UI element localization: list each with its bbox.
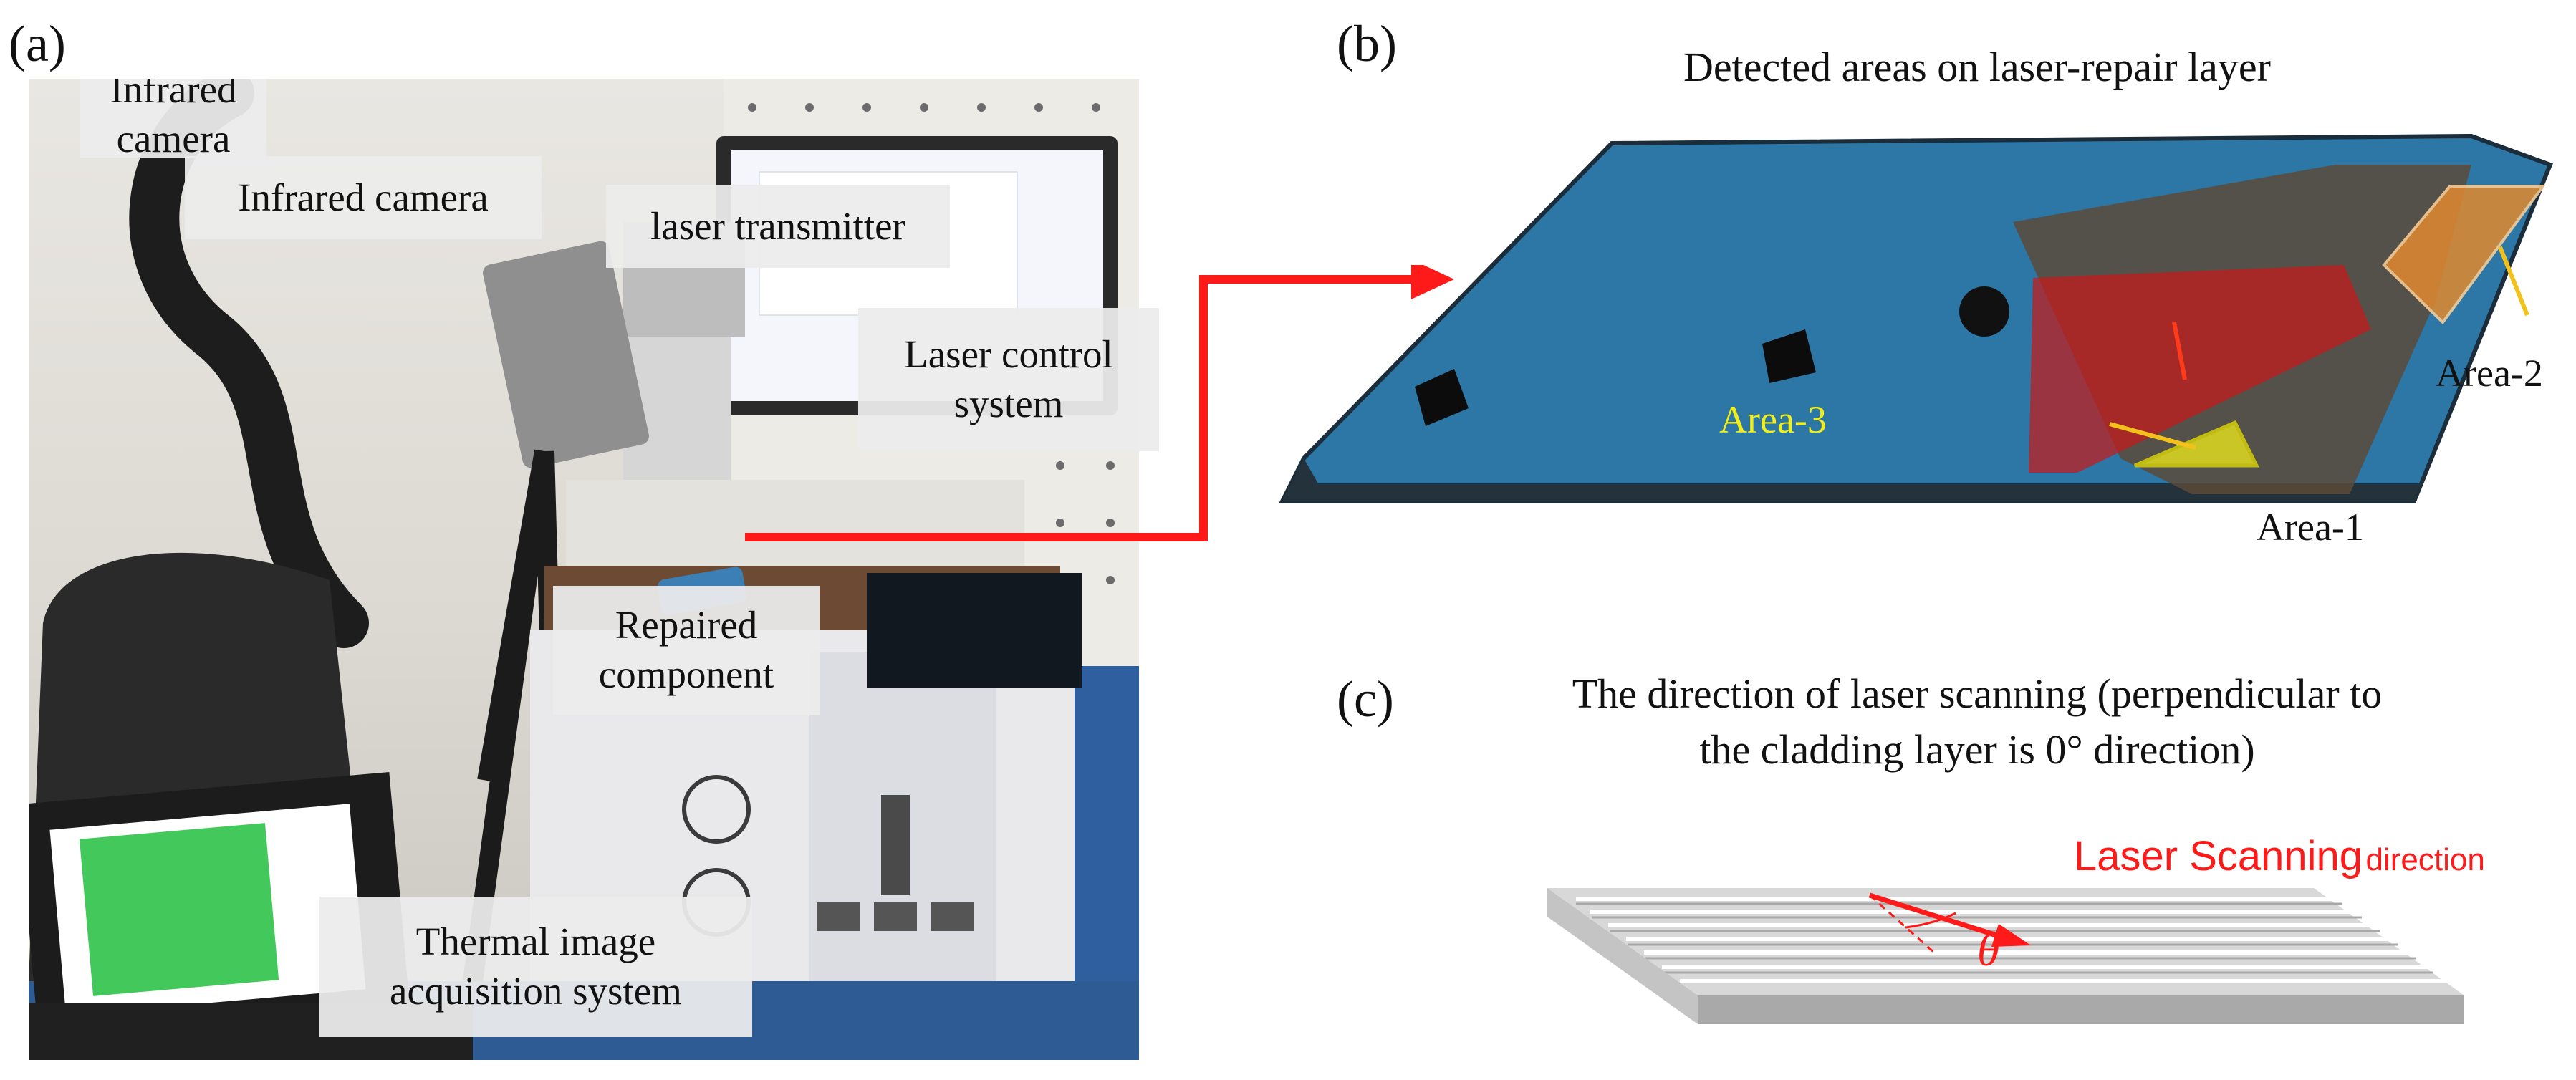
panel-c-label: (c) [1337, 670, 1394, 728]
laser-control-line2: system [953, 382, 1064, 425]
infrared-camera-text: Infrared camera [238, 175, 489, 219]
area-3-label: Area-3 [1719, 398, 1827, 441]
infrared-camera-label: Infrared camera [110, 79, 237, 160]
thermal-line2: acquisition system [390, 969, 682, 1013]
infrared-camera-box: Infrared camera [185, 156, 542, 239]
connector-arrow [745, 265, 1454, 541]
laser-transmitter-text: laser transmitter [650, 203, 905, 248]
panel-c-title-line2: the cladding layer is 0° direction) [1699, 726, 2255, 773]
scan-label-main: Laser Scanning [2074, 833, 2363, 879]
thermal-line1: Thermal image [415, 920, 656, 964]
repaired-line1: Repaired [615, 603, 758, 647]
repaired-component-box: Repaired component [553, 586, 820, 715]
scan-label-small: direction [2365, 842, 2485, 877]
repaired-line2: component [598, 652, 774, 696]
panel-b-label: (b) [1337, 15, 1397, 72]
panel-c-title: The direction of laser scanning (perpend… [1447, 666, 2507, 778]
laser-control-box: Laser control system [858, 308, 1159, 451]
area-2-label: Area-2 [2436, 352, 2543, 395]
cladding-block-illustration [1547, 888, 2464, 1024]
lab-setup-illustration [29, 79, 1139, 1060]
repaired-part-illustration [1279, 133, 2553, 503]
infrared-camera-tag: Infrared camera [80, 79, 266, 160]
laser-control-line1: Laser control [904, 332, 1113, 377]
panel-c-title-line1: The direction of laser scanning (perpend… [1572, 670, 2383, 717]
thermal-acquisition-box: Thermal image acquisition system [319, 897, 752, 1037]
scan-direction-label: Laser Scanning direction [2074, 832, 2485, 880]
lab-setup-photo: Infrared camera [29, 79, 1139, 1060]
theta-symbol: θ [1977, 925, 2000, 975]
area-1-label: Area-1 [2257, 506, 2364, 549]
laser-repaired-part-photo [1275, 122, 2565, 530]
laser-transmitter-box: laser transmitter [606, 185, 950, 268]
panel-a-label: (a) [9, 15, 66, 72]
panel-b-title: Detected areas on laser-repair layer [1683, 44, 2271, 90]
